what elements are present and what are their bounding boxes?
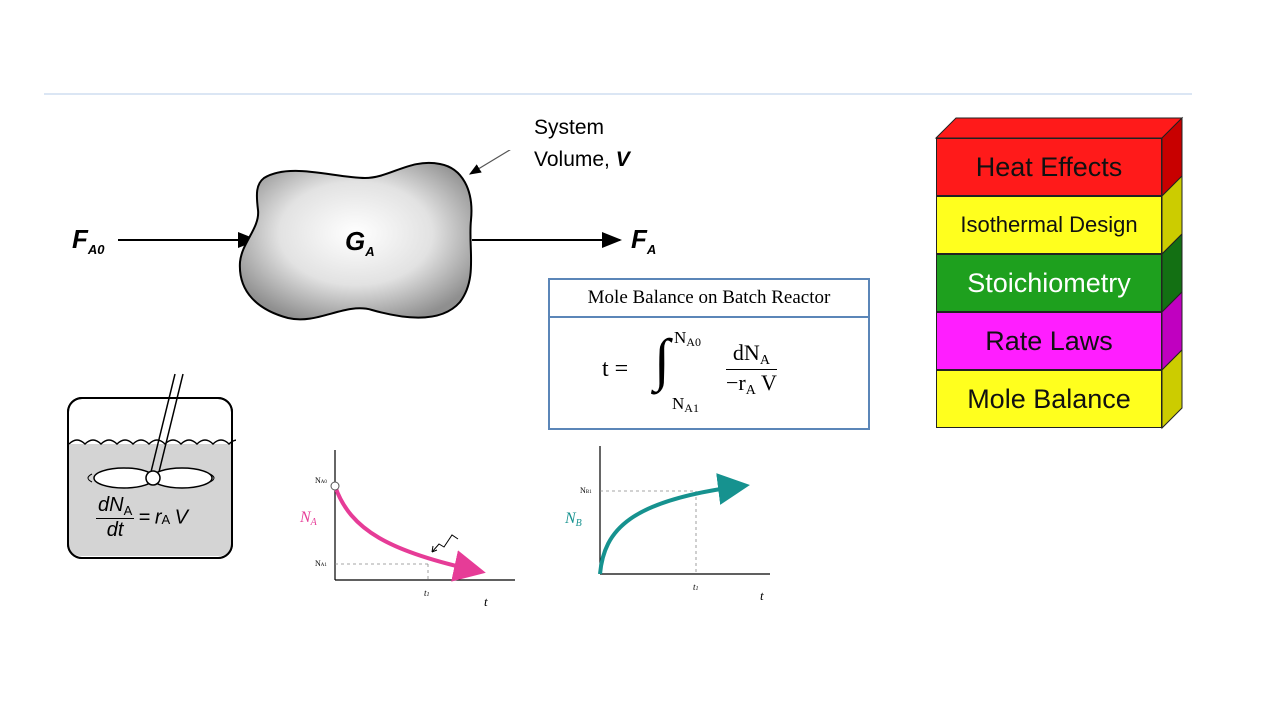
impeller-blade-left xyxy=(93,467,155,489)
upper-limit: NA0 xyxy=(674,328,701,349)
stack-top-face xyxy=(934,117,1184,139)
na-decay-curve xyxy=(333,485,486,582)
generation-label: GA xyxy=(345,226,375,259)
squiggle xyxy=(431,534,459,553)
nb-x-label: t xyxy=(760,588,764,603)
stack-label-rate-laws: Rate Laws xyxy=(985,325,1113,356)
na-x-label: t xyxy=(484,594,488,609)
stack-block-mole-balance: Mole Balance xyxy=(936,370,1162,428)
equation-lhs: t = xyxy=(602,356,629,382)
system-volume-blob xyxy=(238,161,473,321)
stack-block-heat-effects: Heat Effects xyxy=(936,138,1162,196)
integral-sign: ∫ xyxy=(654,327,670,392)
outlet-flow-label: FA xyxy=(631,224,657,257)
nb1-tick: NB1 xyxy=(580,486,592,495)
nb-t1-tick: t1 xyxy=(693,582,699,592)
stack-label-isothermal-design: Isothermal Design xyxy=(960,212,1138,237)
plot-nb-vs-t xyxy=(598,446,770,575)
batch-equation: dNA dt = rA V xyxy=(96,494,188,541)
mole-balance-equation-box: Mole Balance on Batch Reactor t = ∫ NA0 … xyxy=(548,278,870,430)
control-volume-diagram xyxy=(118,150,622,321)
stack-side-face xyxy=(1161,348,1183,430)
impeller-blade-right xyxy=(151,467,213,489)
na0-tick: NA0 xyxy=(315,476,327,485)
stack-block-isothermal-design: Isothermal Design xyxy=(936,196,1162,254)
stack-label-stoichiometry: Stoichiometry xyxy=(967,267,1131,298)
nb-axis-label: NB xyxy=(565,510,582,529)
inlet-flow-label: FA0 xyxy=(72,224,105,257)
na-t1-tick: t1 xyxy=(424,588,430,598)
stirrer-shaft xyxy=(149,373,176,477)
equation-box-title: Mole Balance on Batch Reactor xyxy=(550,280,868,318)
na1-tick: NA1 xyxy=(315,559,327,568)
stack-label-heat-effects: Heat Effects xyxy=(975,151,1123,182)
header-divider xyxy=(44,93,1192,95)
impeller-hub xyxy=(145,470,161,486)
integrand-fraction: dNA −rA V xyxy=(726,340,777,398)
stack-block-stoichiometry: Stoichiometry xyxy=(936,254,1162,312)
stack-block-rate-laws: Rate Laws xyxy=(936,312,1162,370)
lower-limit: NA1 xyxy=(672,394,699,415)
initial-point xyxy=(330,481,340,491)
nb-growth-curve xyxy=(598,473,750,575)
algorithm-stack-3d xyxy=(934,116,1184,430)
na-axis-label: NA xyxy=(300,509,317,528)
plot-na-vs-t xyxy=(330,450,515,582)
pointer-arrow xyxy=(468,150,511,175)
liquid-surface xyxy=(68,439,236,446)
system-volume-label: System Volume, V xyxy=(534,116,630,171)
stack-label-mole-balance: Mole Balance xyxy=(967,383,1131,414)
